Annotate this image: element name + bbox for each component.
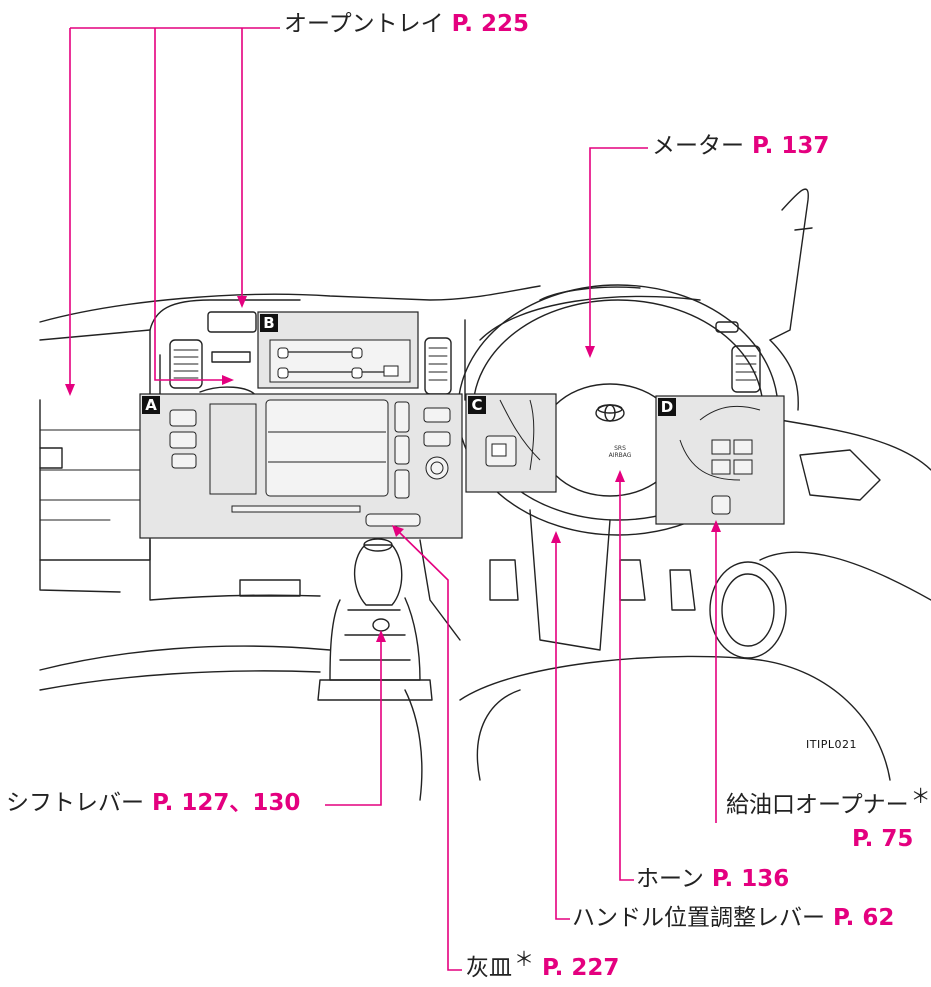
callout-arrowheads: [65, 296, 721, 642]
inset-tag-d: D: [658, 398, 676, 416]
ref-tilt-lever[interactable]: P. 62: [833, 905, 895, 931]
ref-open-tray[interactable]: P. 225: [451, 11, 530, 37]
inset-tag-a: A: [142, 396, 160, 414]
ref-horn[interactable]: P. 136: [711, 866, 790, 892]
callout-leaders: [69, 27, 717, 971]
inset-tag-c: C: [468, 396, 486, 414]
glovebox-handle: [39, 447, 63, 469]
leader-horn: [619, 478, 634, 881]
seat: [459, 655, 891, 781]
leader-tilt: [555, 540, 570, 920]
shift-knob: [353, 544, 403, 606]
callout-ashtray: 灰皿＊P. 227: [466, 947, 620, 981]
leader-open-tray: [69, 27, 280, 388]
ref-fuel-opener[interactable]: P. 75: [852, 826, 914, 852]
footnote-star: ＊: [910, 784, 931, 808]
inset-c: [465, 393, 557, 493]
inset-tag-b: B: [260, 314, 278, 332]
leader-shift: [325, 638, 382, 806]
ref-ashtray[interactable]: P. 227: [542, 955, 620, 981]
footnote-star: ＊: [514, 947, 534, 971]
callout-fuel-opener: 給油口オープナー＊: [726, 784, 931, 818]
inset-a: [139, 393, 463, 539]
ref-shift-lever[interactable]: P. 127、130: [152, 790, 301, 816]
inset-d: [655, 395, 785, 525]
leader-ashtray: [396, 529, 462, 971]
leader-meter: [589, 147, 648, 350]
image-code: ITIPL021: [806, 738, 857, 751]
inset-b: [257, 311, 419, 389]
dashboard-outline: [39, 285, 541, 323]
ref-meter[interactable]: P. 137: [752, 133, 830, 159]
airbag-label: SRS AIRBAG: [608, 445, 632, 459]
callout-fuel-opener-ref: P. 75: [852, 828, 913, 851]
